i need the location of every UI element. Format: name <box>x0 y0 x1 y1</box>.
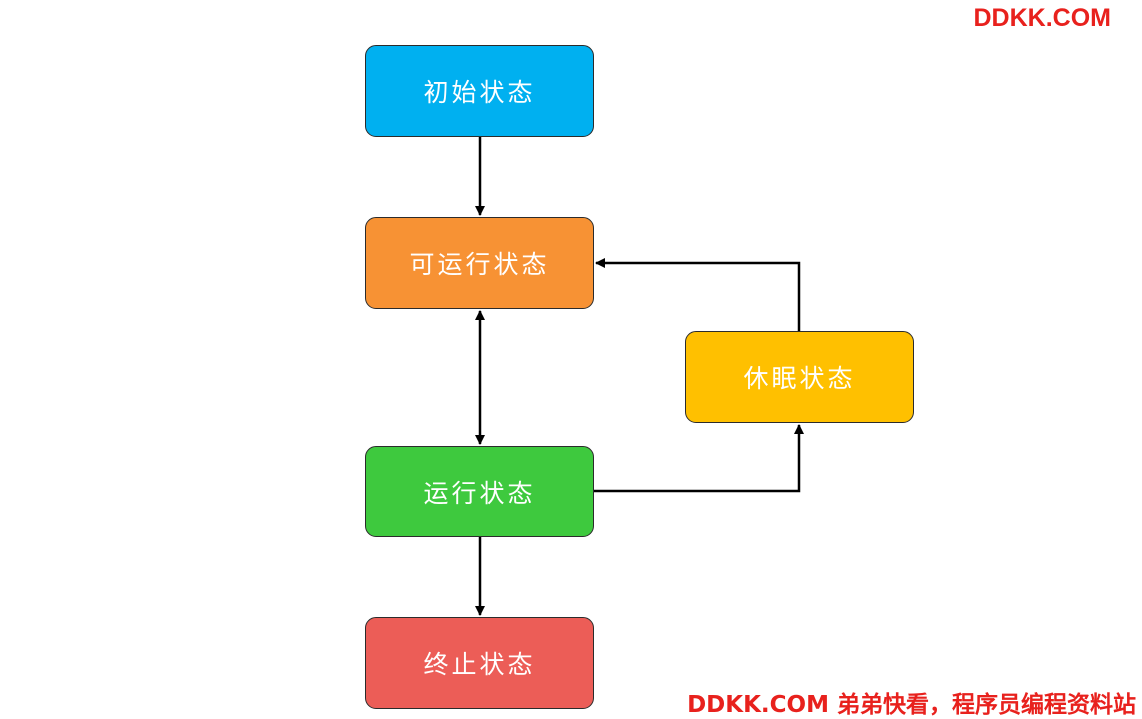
node-sleep-state: 休眠状态 <box>685 331 914 423</box>
node-label: 可运行状态 <box>409 250 550 279</box>
node-label: 运行状态 <box>423 478 536 508</box>
watermark-top: DDKK.COM <box>973 4 1112 32</box>
node-label: 初始状态 <box>423 78 536 107</box>
edge-running-to-sleep <box>594 424 804 493</box>
node-runnable-state: 可运行状态 <box>365 217 594 309</box>
node-label: 休眠状态 <box>743 364 856 393</box>
node-initial-state: 初始状态 <box>365 45 594 137</box>
node-running-state: 运行状态 <box>365 446 594 537</box>
node-label: 终止状态 <box>423 650 536 679</box>
node-terminated-state: 终止状态 <box>365 617 594 709</box>
edge-sleep-to-runnable <box>595 258 801 331</box>
